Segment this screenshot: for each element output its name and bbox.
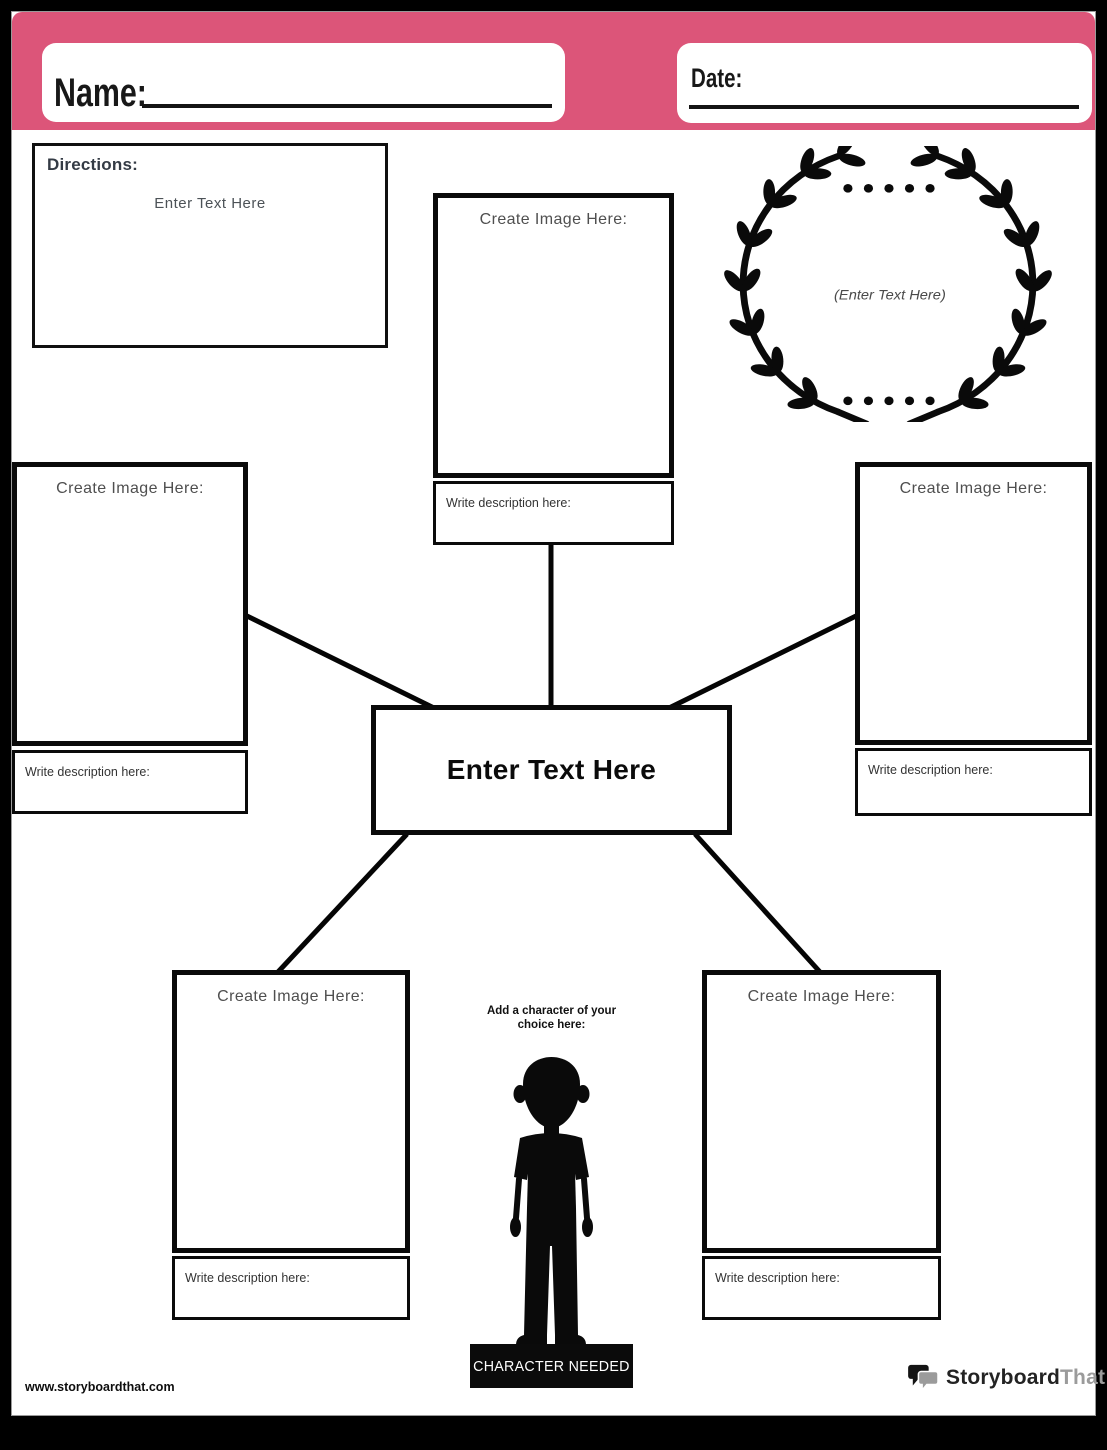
image-box-label: Create Image Here: — [479, 211, 628, 228]
name-input-line[interactable] — [142, 104, 552, 108]
storyboardthat-logo: StoryboardThat — [908, 1364, 1105, 1392]
character-needed-badge: CHARACTER NEEDED — [470, 1344, 633, 1388]
description-box-right[interactable]: Write description here: — [855, 748, 1092, 816]
image-box-label: Create Image Here: — [217, 988, 365, 1005]
laurel-bottom-dots — [843, 396, 935, 406]
directions-title: Directions: — [47, 155, 138, 174]
website-url: www.storyboardthat.com — [25, 1380, 175, 1394]
directions-text-entry[interactable]: Enter Text Here — [154, 195, 266, 212]
date-label: Date: — [691, 63, 743, 93]
description-label: Write description here: — [25, 765, 150, 779]
directions-box: Directions: Enter Text Here — [32, 143, 388, 348]
image-box-bottom-right[interactable]: Create Image Here: — [702, 970, 941, 1253]
logo-text: StoryboardThat — [946, 1366, 1105, 1390]
character-silhouette-icon[interactable] — [506, 1046, 596, 1346]
description-box-top[interactable]: Write description here: — [433, 481, 674, 545]
speech-bubbles-icon — [908, 1364, 939, 1392]
center-topic-label: Enter Text Here — [446, 754, 657, 785]
character-needed-label: CHARACTER NEEDED — [473, 1357, 630, 1375]
description-label: Write description here: — [868, 763, 993, 777]
date-box: Date: — [677, 43, 1092, 123]
description-label: Write description here: — [446, 496, 571, 510]
description-box-bottom-left[interactable]: Write description here: — [172, 1256, 410, 1320]
description-label: Write description here: — [715, 1271, 840, 1285]
image-box-bottom-left[interactable]: Create Image Here: — [172, 970, 410, 1253]
image-box-label: Create Image Here: — [56, 480, 204, 497]
header-band: Name: Date: — [12, 12, 1095, 130]
date-input-line[interactable] — [689, 105, 1079, 109]
character-prompt-line1: Add a character of your — [486, 1005, 617, 1017]
name-label: Name: — [54, 71, 147, 115]
image-box-label: Create Image Here: — [747, 988, 896, 1005]
character-prompt: Add a character of your choice here: — [470, 1005, 633, 1032]
center-topic-box[interactable]: Enter Text Here — [371, 705, 732, 835]
description-box-bottom-right[interactable]: Write description here: — [702, 1256, 941, 1320]
wreath-text-entry[interactable]: (Enter Text Here) — [834, 288, 946, 304]
name-box: Name: — [42, 43, 565, 122]
image-box-left[interactable]: Create Image Here: — [12, 462, 248, 746]
logo-text-secondary: That — [1060, 1366, 1106, 1389]
character-prompt-line2: choice here: — [517, 1018, 586, 1031]
image-box-right[interactable]: Create Image Here: — [855, 462, 1092, 745]
laurel-wreath-icon: (Enter Text Here) — [712, 146, 1064, 422]
image-box-top[interactable]: Create Image Here: — [433, 193, 674, 478]
description-box-left[interactable]: Write description here: — [12, 750, 248, 814]
logo-text-primary: Storyboard — [946, 1366, 1061, 1389]
image-box-label: Create Image Here: — [899, 480, 1048, 497]
description-label: Write description here: — [185, 1271, 310, 1285]
laurel-top-dots — [843, 183, 935, 193]
